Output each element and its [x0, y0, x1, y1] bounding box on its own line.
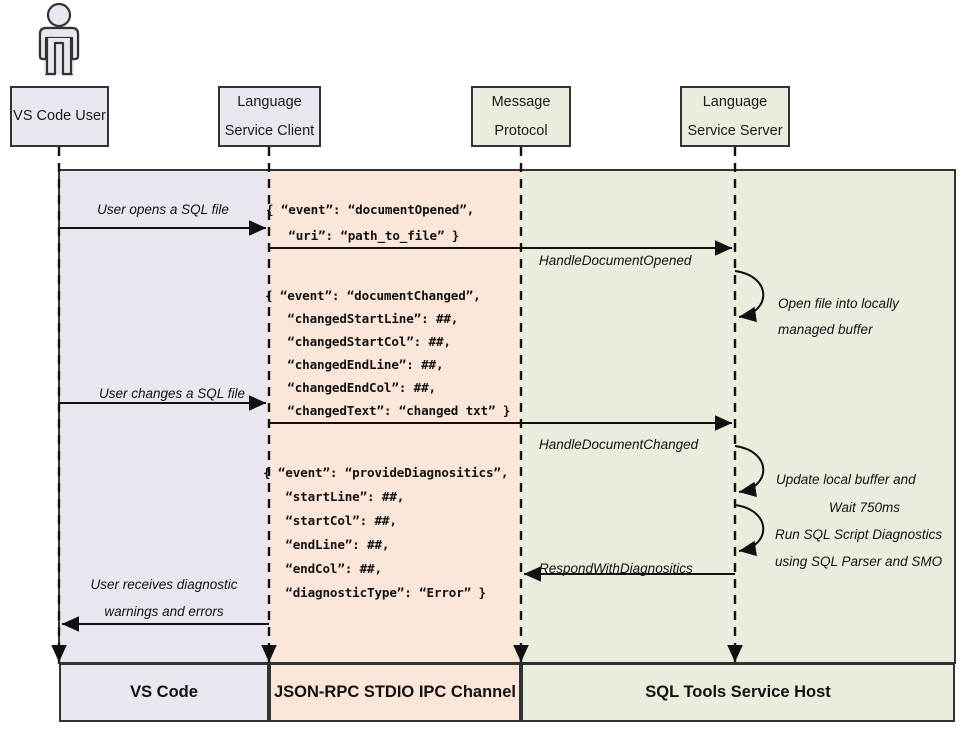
lifeline-header-language-server[interactable]: Language Service Server — [680, 86, 790, 147]
json-provide-diagnositics-line-2: “startCol”: ##, — [263, 513, 397, 528]
loop-update-buffer-wait — [734, 445, 765, 498]
note-update-buffer-wait-line1: Update local buffer and — [776, 472, 916, 487]
json-provide-diagnositics-line-5: “diagnosticType”: “Error” } — [263, 585, 486, 600]
json-document-changed-line-3: “changedEndLine”: ##, — [265, 357, 444, 372]
lifeline-header-language-client[interactable]: Language Service Client — [218, 86, 321, 147]
note-open-file-buffer-line1: Open file into locally — [778, 296, 899, 311]
json-document-opened-line-1: “uri”: “path_to_file” } — [266, 228, 460, 243]
json-document-changed-line-5: “changedText”: “changed txt” } — [265, 403, 511, 418]
json-document-changed-line-2: “changedStartCol”: ##, — [265, 334, 451, 349]
json-provide-diagnositics-line-4: “endCol”: ##, — [263, 561, 382, 576]
lifeline-title-line2: Service Client — [224, 122, 315, 139]
legend-sql-tools-service-host[interactable]: SQL Tools Service Host — [521, 663, 955, 722]
label-user-receives-diagnostics-line1: User receives diagnostic — [90, 577, 238, 592]
json-provide-diagnositics-line-3: “endLine”: ##, — [263, 537, 390, 552]
self-call-loops — [734, 270, 765, 557]
loop-run-diagnostics — [734, 504, 765, 557]
lifeline-title-line2: Protocol — [494, 122, 548, 139]
label-user-receives-diagnostics-line2: warnings and errors — [104, 604, 224, 619]
lifeline-title-line1: Message — [491, 94, 551, 111]
label-user-changes-file: User changes a SQL file — [98, 386, 246, 401]
json-document-changed-line-4: “changedEndCol”: ##, — [265, 380, 436, 395]
legend-ipc-channel[interactable]: JSON-RPC STDIO IPC Channel — [269, 663, 521, 722]
json-document-opened-line-0: { “event”: “documentOpened”, — [266, 202, 475, 217]
lifeline-title-line1: VS Code User — [13, 108, 106, 125]
label-respond-with-diagnositics: RespondWithDiagnositics — [539, 561, 693, 576]
label-handle-document-changed: HandleDocumentChanged — [539, 437, 699, 452]
json-document-changed-line-1: “changedStartLine”: ##, — [265, 311, 459, 326]
lifeline-title-line1: Language — [237, 94, 302, 111]
legend-vs-code[interactable]: VS Code — [59, 663, 269, 722]
label-user-opens-file: User opens a SQL file — [97, 202, 229, 217]
lifeline-title-line2: Service Server — [687, 122, 783, 139]
loop-open-file-buffer — [734, 270, 765, 323]
note-update-buffer-wait-line2: Wait 750ms — [829, 500, 901, 515]
lifeline-title-line1: Language — [702, 94, 768, 111]
note-run-diagnostics-line1: Run SQL Script Diagnostics — [775, 527, 943, 542]
legend-label: SQL Tools Service Host — [645, 683, 831, 701]
json-provide-diagnositics-line-0: { “event”: “provideDiagnositics”, — [263, 465, 509, 480]
note-open-file-buffer-line2: managed buffer — [778, 322, 873, 337]
json-provide-diagnositics-line-1: “startLine”: ##, — [263, 489, 405, 504]
json-document-changed-line-0: { “event”: “documentChanged”, — [265, 288, 481, 303]
person-icon — [38, 2, 80, 76]
legend-label: VS Code — [130, 683, 198, 701]
lifeline-header-vs-code-user[interactable]: VS Code User — [10, 86, 109, 147]
label-handle-document-opened: HandleDocumentOpened — [539, 253, 692, 268]
legend-label: JSON-RPC STDIO IPC Channel — [273, 683, 517, 701]
lifeline-header-message-protocol[interactable]: Message Protocol — [471, 86, 571, 147]
note-run-diagnostics-line2: using SQL Parser and SMO — [775, 554, 943, 569]
lifeline-terminators — [51, 645, 743, 663]
